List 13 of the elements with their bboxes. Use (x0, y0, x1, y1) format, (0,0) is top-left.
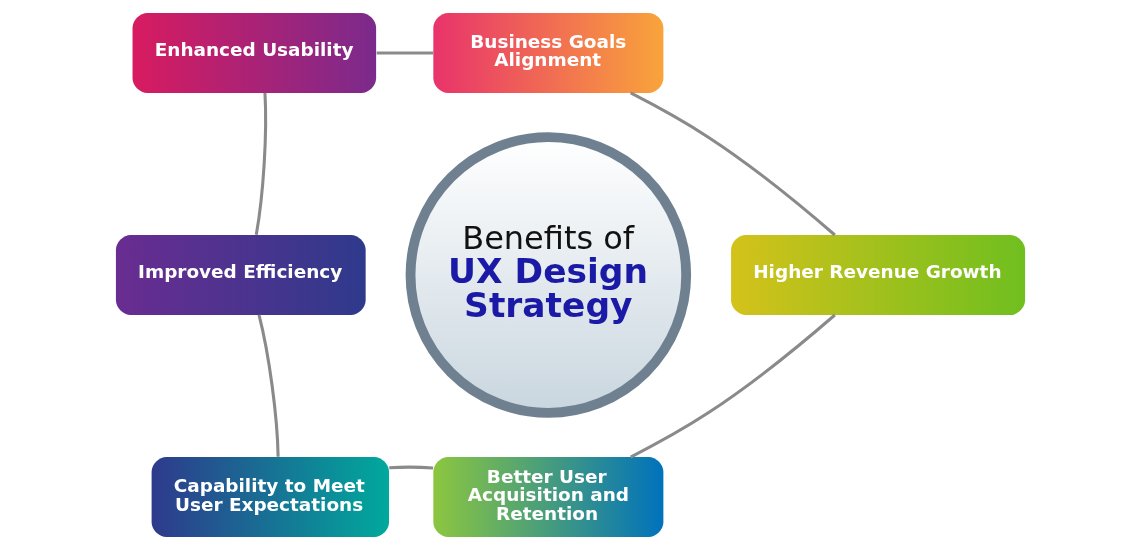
node-circle: Benefits of UX Design Strategy (405, 132, 691, 418)
node-box: Better User Acquisition and Retention (432, 457, 663, 538)
node-box: Capability to Meet User Expectations (151, 457, 389, 538)
connector (376, 51, 433, 55)
node-box: Higher Revenue Growth (730, 235, 1025, 315)
node-box: Enhanced Usability (132, 12, 376, 93)
connector (629, 91, 836, 237)
node-box: Business Goals Alignment (432, 12, 663, 93)
connector (629, 313, 836, 459)
connector (257, 314, 280, 457)
connector (388, 465, 433, 470)
connector (254, 92, 267, 235)
node-box: Improved Efficiency (115, 235, 366, 315)
